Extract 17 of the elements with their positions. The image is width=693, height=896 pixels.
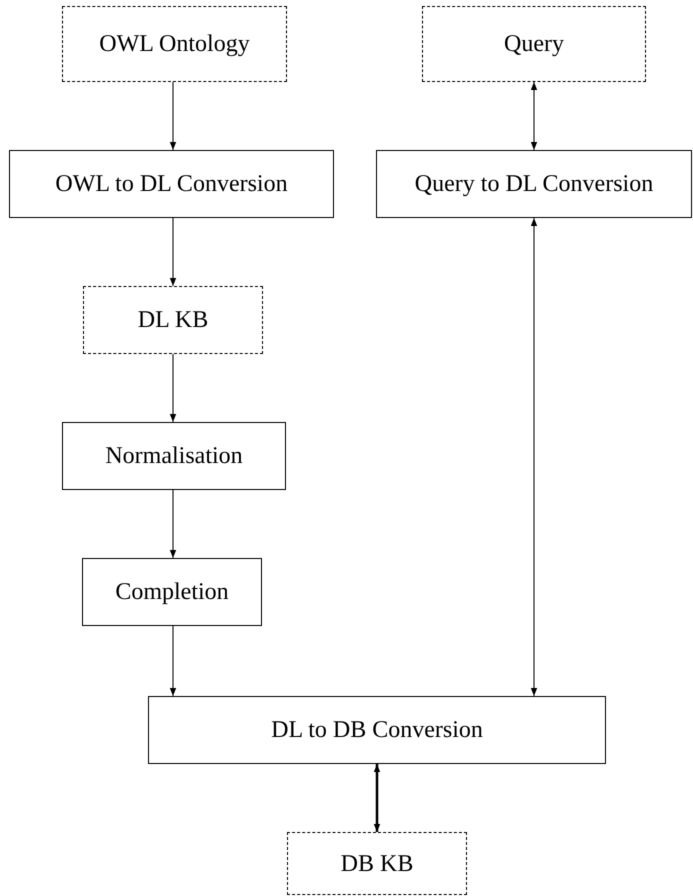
- process-box: DL to DB Conversion: [148, 696, 606, 764]
- arrow: [170, 490, 176, 558]
- data-box: DB KB: [287, 832, 467, 895]
- arrow: [170, 82, 176, 150]
- arrow: [374, 764, 380, 832]
- data-box: OWL Ontology: [62, 6, 287, 82]
- data-box: Query: [422, 6, 646, 82]
- process-box: Completion: [82, 558, 262, 626]
- data-box: DL KB: [83, 286, 263, 354]
- arrow: [530, 82, 538, 150]
- arrow: [170, 354, 176, 422]
- process-box: Query to DL Conversion: [376, 150, 692, 218]
- arrow: [170, 626, 176, 696]
- process-box: Normalisation: [62, 422, 286, 490]
- process-box: OWL to DL Conversion: [9, 150, 334, 218]
- arrow: [530, 218, 538, 696]
- arrow: [170, 218, 176, 286]
